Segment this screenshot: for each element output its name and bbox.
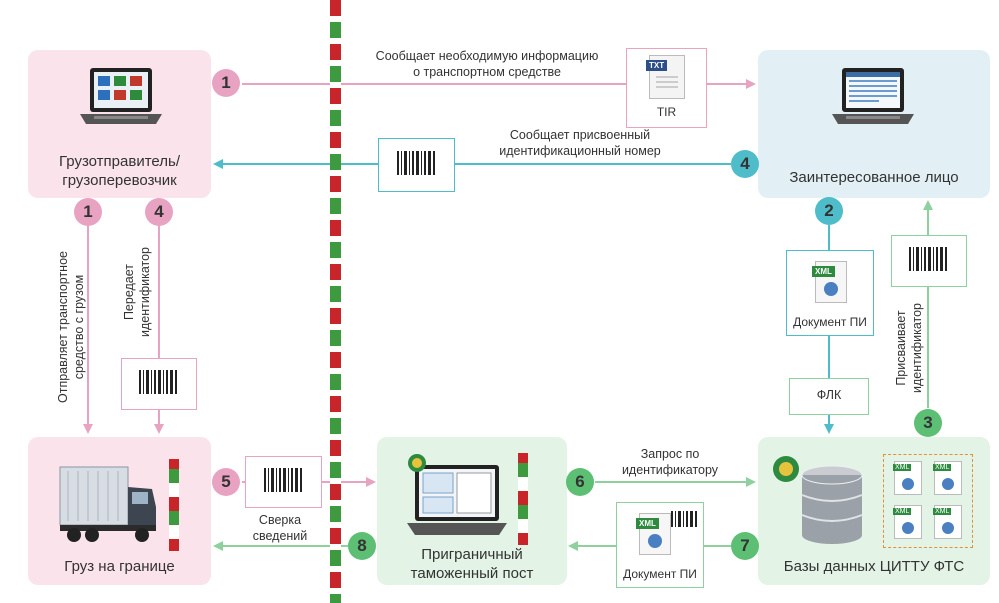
laptop-icon [80,68,162,124]
note-check: Сверка сведений [252,513,308,543]
barcode-card-top [378,138,455,192]
step-4-left: 4 [145,198,173,226]
shipper-label: Грузотправитель/ грузоперевозчик [59,153,180,189]
database-label: Базы данных ЦИТТУ ФТС [783,558,965,575]
xml-doc-icon: XML [893,505,922,539]
customs-post-box: Приграничный таможенный пост [377,437,567,585]
step-8: 8 [348,532,376,560]
step-1-left: 1 [74,198,102,226]
database-box: XML XML XML XML Базы данных ЦИТТУ ФТС [758,437,990,585]
note-sends-vehicle: Отправляет транспортное средство с грузо… [56,251,86,403]
xml-docs-group: XML XML XML XML [883,454,973,548]
barcode-card-step5 [245,456,322,508]
doc-pi-label: Документ ПИ [793,315,867,329]
barcode-card-step3 [891,235,967,287]
xml-doc-icon: XML [893,461,922,495]
txt-file-icon: TXT [646,55,685,99]
cargo-label: Груз на границе [64,558,175,575]
flk-label: ФЛК [816,388,842,402]
xml-doc-icon: XML [636,513,671,555]
border-line [330,0,341,603]
doc-pi-label: Документ ПИ [623,567,697,581]
note-assigned: Сообщает присвоенный идентификационный н… [499,128,661,158]
tir-card: TXT TIR [626,48,707,128]
xml-doc-icon: XML [933,461,962,495]
barcode-card-left [121,358,197,410]
step-1-top: 1 [212,69,240,97]
note-assigns-id: Присваивает идентификатор [894,303,924,394]
truck-icon [59,466,156,542]
barcode-icon [909,247,947,271]
step-4-top: 4 [731,150,759,178]
border-post-icon [169,459,179,551]
flk-card: ФЛК [789,378,869,415]
border-post-icon [518,453,528,545]
customs-post-label: Приграничный таможенный пост [410,546,534,582]
step-2: 2 [815,197,843,225]
doc-pi-card-step2: XML Документ ПИ [786,250,874,336]
step-3: 3 [914,409,942,437]
cargo-box: Груз на границе [28,437,211,585]
doc-pi-card-step7: XML Документ ПИ [616,502,704,588]
emblem-icon [773,456,799,482]
database-icon [801,465,863,544]
laptop-icon [832,68,914,124]
barcode-icon [397,151,435,175]
barcode-icon [671,511,697,527]
xml-doc-icon: XML [812,261,847,303]
note-inform: Сообщает необходимую информацию о трансп… [375,49,599,79]
laptop-icon [407,454,507,535]
interested-label: Заинтересованное лицо [789,169,959,186]
interested-box: Заинтересованное лицо [758,50,990,198]
barcode-icon [139,370,177,394]
step-6: 6 [566,468,594,496]
tir-label: TIR [656,105,677,119]
step-7: 7 [731,532,759,560]
shipper-box: Грузотправитель/ грузоперевозчик [28,50,211,198]
xml-doc-icon: XML [933,505,962,539]
barcode-icon [264,468,302,492]
step-5: 5 [212,468,240,496]
note-query: Запрос по идентификатору [621,447,719,477]
note-passes-id: Передает идентификатор [122,247,152,338]
